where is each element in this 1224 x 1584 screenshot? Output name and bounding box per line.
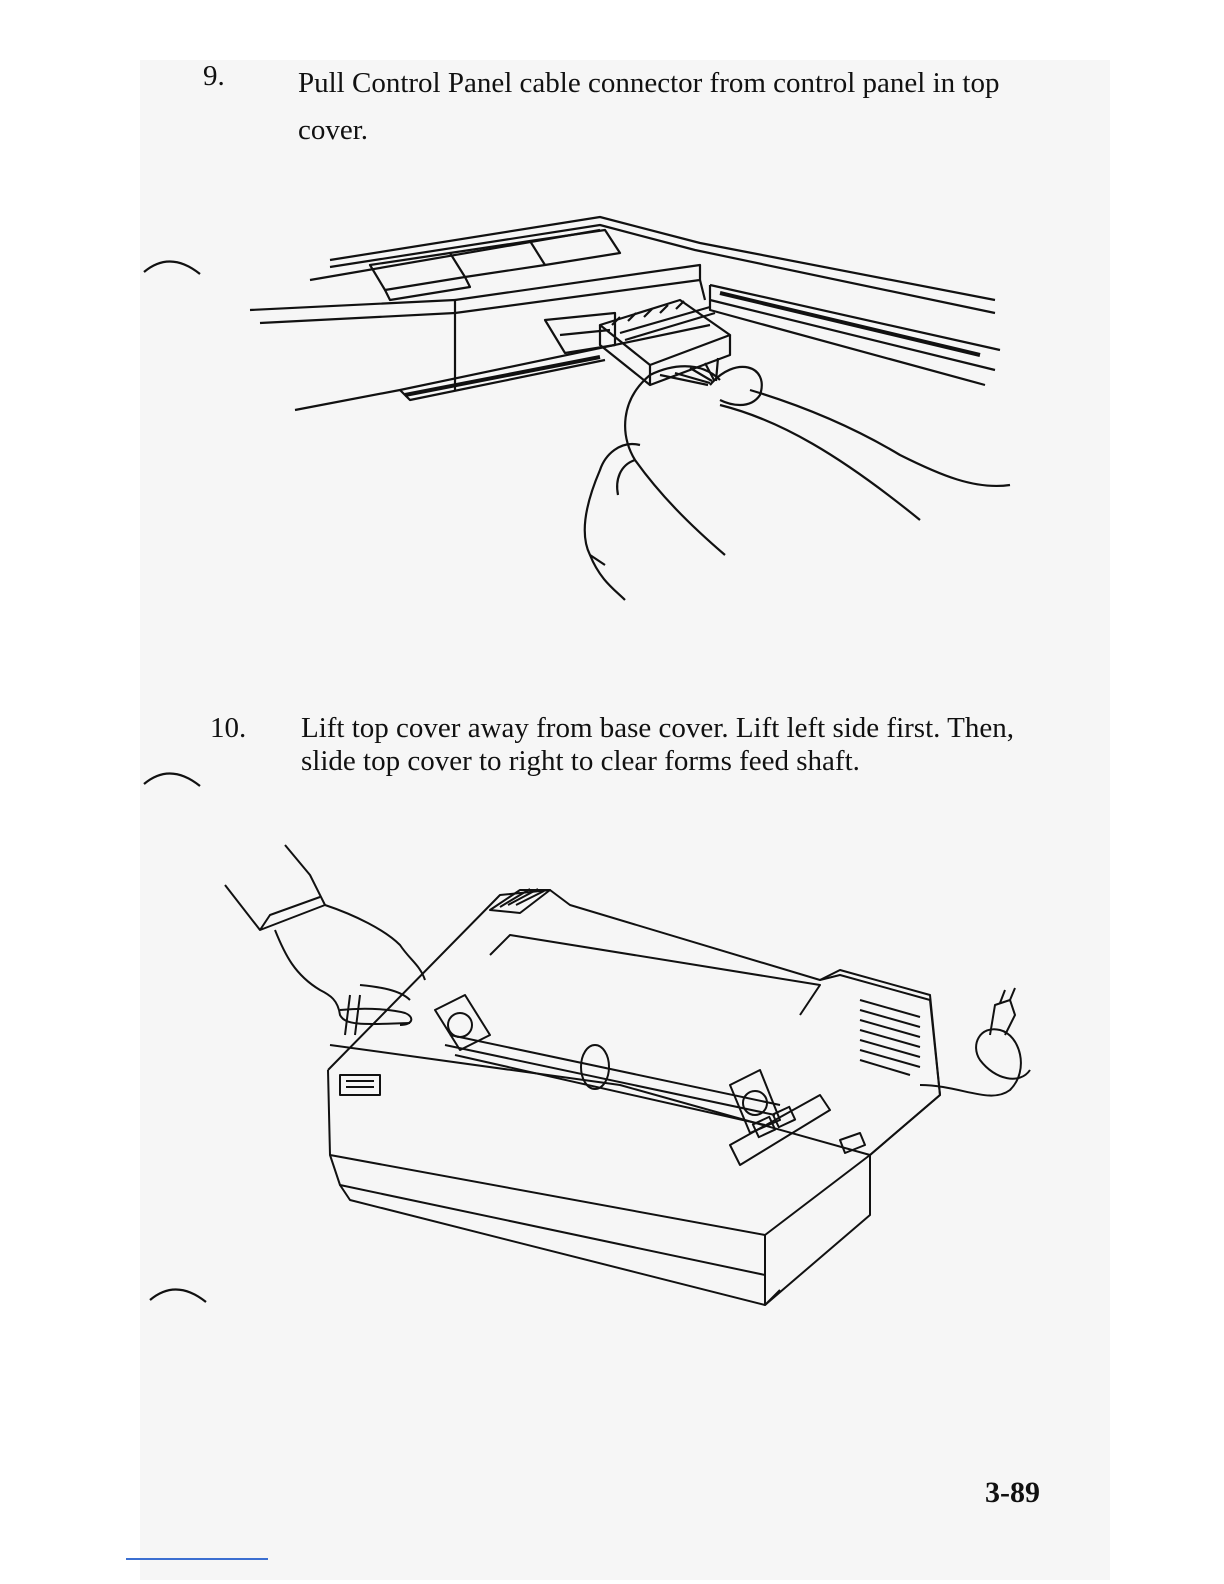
- step-9-instruction: Pull Control Panel cable connector from …: [298, 60, 1058, 154]
- binder-hole-mark-middle: [140, 762, 206, 792]
- printer-illustration: [220, 835, 1040, 1315]
- step-10-instruction: Lift top cover away from base cover. Lif…: [301, 712, 1061, 778]
- binder-hole-mark-bottom: [146, 1278, 212, 1308]
- footer-rule: [126, 1558, 268, 1560]
- connector-illustration: [240, 205, 1020, 605]
- binder-hole-mark-top: [140, 250, 206, 280]
- page-number: 3-89: [985, 1476, 1040, 1510]
- step-9-number: 9.: [203, 60, 225, 93]
- step-10-number: 10.: [210, 712, 246, 745]
